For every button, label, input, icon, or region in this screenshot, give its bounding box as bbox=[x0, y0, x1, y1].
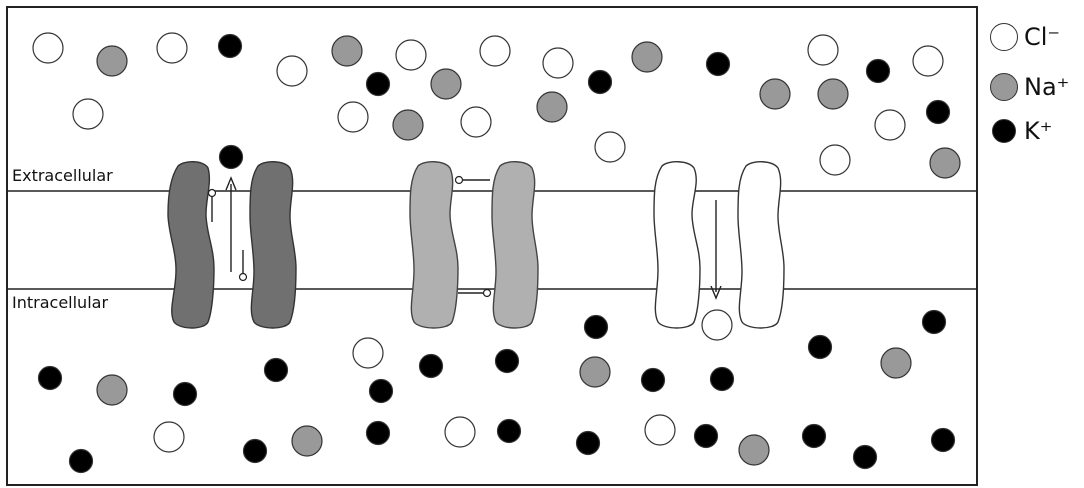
k-ion bbox=[219, 35, 242, 58]
extracellular-label: Extracellular bbox=[12, 166, 113, 185]
k-ion bbox=[367, 422, 390, 445]
legend-item-cl: Cl⁻ bbox=[990, 23, 1060, 51]
na-ion bbox=[332, 36, 362, 66]
k-ion bbox=[809, 336, 832, 359]
na-swatch-icon bbox=[990, 73, 1018, 101]
cl-ion bbox=[461, 107, 491, 137]
cl-ion bbox=[73, 99, 103, 129]
chloride-channel bbox=[654, 162, 784, 328]
k-ion bbox=[585, 316, 608, 339]
na-ion bbox=[393, 110, 423, 140]
na-ion bbox=[760, 79, 790, 109]
k-ion bbox=[803, 425, 826, 448]
legend-label-k: K⁺ bbox=[1024, 117, 1052, 145]
k-ion bbox=[923, 311, 946, 334]
gate-knob-lower bbox=[484, 290, 491, 297]
channel-subunit-left bbox=[654, 162, 700, 328]
k-ion bbox=[711, 368, 734, 391]
na-ion bbox=[930, 148, 960, 178]
cl-ion bbox=[154, 422, 184, 452]
gate-knob-lower bbox=[240, 274, 247, 281]
k-ion bbox=[927, 101, 950, 124]
legend-label-na: Na⁺ bbox=[1024, 73, 1069, 101]
cl-ion bbox=[875, 110, 905, 140]
sodium-channel bbox=[410, 162, 538, 328]
channel-subunit-left bbox=[168, 162, 214, 328]
k-ion bbox=[220, 146, 243, 169]
gate-knob-upper bbox=[456, 177, 463, 184]
k-ion bbox=[496, 350, 519, 373]
cl-ion bbox=[595, 132, 625, 162]
na-ion bbox=[881, 348, 911, 378]
na-ion bbox=[580, 357, 610, 387]
cl-ion bbox=[480, 36, 510, 66]
k-ion bbox=[867, 60, 890, 83]
k-ion bbox=[265, 359, 288, 382]
k-ion bbox=[70, 450, 93, 473]
cl-ion bbox=[396, 40, 426, 70]
k-ion bbox=[420, 355, 443, 378]
na-ion bbox=[537, 92, 567, 122]
na-ion bbox=[431, 69, 461, 99]
cl-ion bbox=[157, 33, 187, 63]
cl-ion bbox=[353, 338, 383, 368]
k-ion bbox=[932, 429, 955, 452]
k-ion bbox=[498, 420, 521, 443]
cl-ion bbox=[702, 310, 732, 340]
cl-ion bbox=[33, 33, 63, 63]
channel-subunit-right bbox=[250, 162, 296, 328]
k-ion bbox=[854, 446, 877, 469]
k-ion bbox=[707, 53, 730, 76]
na-ion bbox=[97, 375, 127, 405]
gate-knob-upper bbox=[209, 190, 216, 197]
k-ion bbox=[367, 73, 390, 96]
k-ion bbox=[39, 367, 62, 390]
k-ion bbox=[642, 369, 665, 392]
na-ion bbox=[292, 426, 322, 456]
k-ion bbox=[244, 440, 267, 463]
k-ion bbox=[589, 71, 612, 94]
legend-label-cl: Cl⁻ bbox=[1024, 23, 1060, 51]
k-ion bbox=[695, 425, 718, 448]
cl-ion bbox=[445, 417, 475, 447]
cl-ion bbox=[913, 46, 943, 76]
cl-swatch-icon bbox=[990, 23, 1018, 51]
na-ion bbox=[818, 79, 848, 109]
k-ion bbox=[370, 380, 393, 403]
potassium-channel bbox=[168, 162, 296, 328]
intracellular-label: Intracellular bbox=[12, 293, 108, 312]
legend-item-k: K⁺ bbox=[990, 117, 1052, 145]
k-ion bbox=[174, 383, 197, 406]
legend-item-na: Na⁺ bbox=[990, 73, 1069, 101]
na-ion bbox=[97, 46, 127, 76]
cl-ion bbox=[820, 145, 850, 175]
channel-subunit-right bbox=[492, 162, 538, 328]
channel-subunit-left bbox=[410, 162, 458, 328]
cl-ion bbox=[808, 35, 838, 65]
k-swatch-icon bbox=[992, 119, 1016, 143]
cl-ion bbox=[543, 48, 573, 78]
na-ion bbox=[632, 42, 662, 72]
k-ion bbox=[577, 432, 600, 455]
cl-ion bbox=[338, 102, 368, 132]
cl-ion bbox=[645, 415, 675, 445]
na-ion bbox=[739, 435, 769, 465]
channel-subunit-right bbox=[738, 162, 784, 328]
cl-ion bbox=[277, 56, 307, 86]
